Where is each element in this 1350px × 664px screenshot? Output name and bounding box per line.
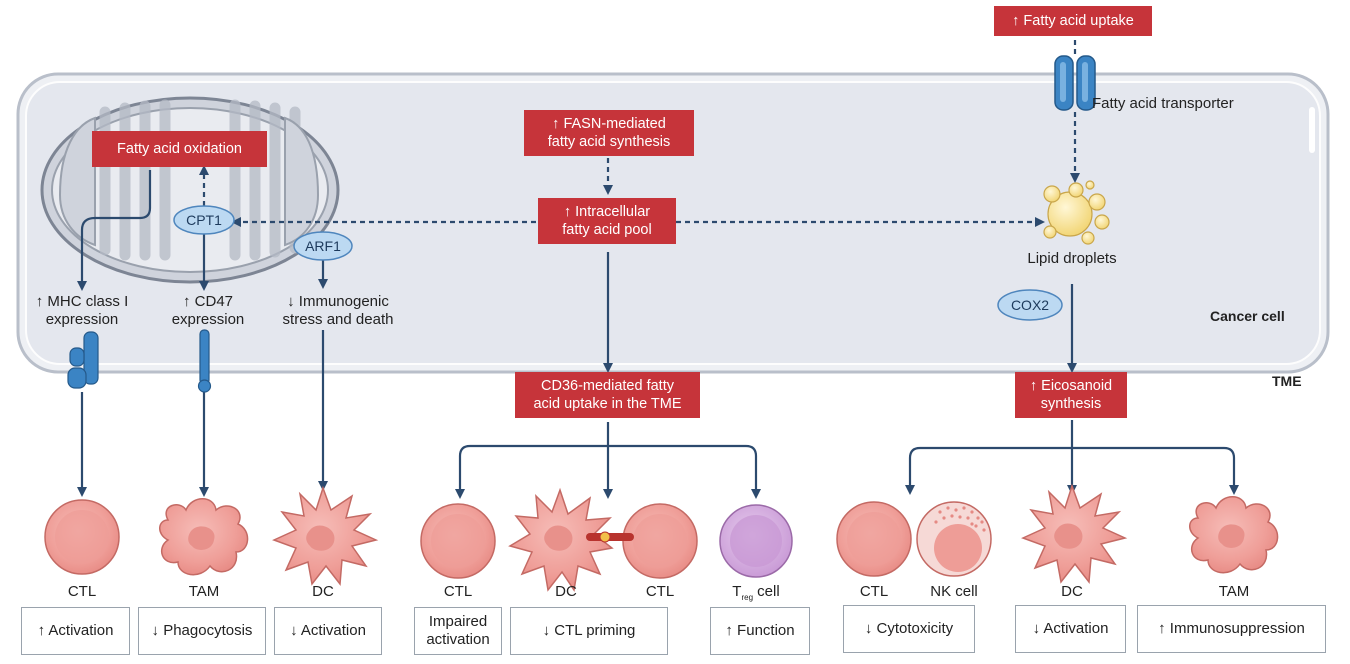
treg-sub: reg <box>741 593 754 602</box>
cpt1-label: CPT1 <box>186 212 222 228</box>
ctl-cell-icon-1 <box>44 499 120 575</box>
fatty-acid-uptake-text: ↑ Fatty acid uptake <box>1012 13 1134 29</box>
transporter-label: Fatty acid transporter <box>1092 95 1234 112</box>
cd36-line2: acid uptake in the TME <box>533 396 682 412</box>
cox2-label: COX2 <box>1010 297 1050 313</box>
mhc-line2: expression <box>45 311 119 328</box>
arrows-solid <box>77 170 1239 499</box>
fatty-acid-oxidation-box: Fatty acid oxidation <box>92 131 267 167</box>
cell-label-ctl-1: CTL <box>67 583 97 600</box>
tme-label: TME <box>1272 373 1302 389</box>
ctl-cell-icon-4 <box>836 501 912 577</box>
immunogenic-stress-label: ↓ Immunogenic stress and death <box>266 293 410 329</box>
ctl-cell-icon-3 <box>622 503 698 579</box>
outcome-box-4: Impaired activation <box>414 607 502 655</box>
cell-label-tam-2: TAM <box>1218 583 1250 600</box>
fasn-synthesis-box: ↑ FASN-mediated fatty acid synthesis <box>524 110 694 156</box>
fatty-acid-oxidation-text: Fatty acid oxidation <box>117 141 242 157</box>
treg-cell-icon <box>719 504 793 578</box>
cell-label-dc-3: DC <box>1061 583 1083 600</box>
dc-cell-icon-1 <box>272 485 379 586</box>
outcome-box-8: ↓ Activation <box>1015 605 1126 653</box>
fatty-acid-uptake-box: ↑ Fatty acid uptake <box>994 6 1152 36</box>
mhc-class-i-icon <box>67 331 99 389</box>
arrows-dashed <box>199 40 1080 227</box>
mhc-expression-label: ↑ MHC class I expression <box>26 293 138 329</box>
outcome-box-7: ↓ Cytotoxicity <box>843 605 975 653</box>
synapse-icon <box>586 531 634 543</box>
dc-cell-icon-2 <box>508 487 614 592</box>
cd47-line2: expression <box>171 311 245 328</box>
cd47-line1: ↑ CD47 <box>182 293 234 310</box>
outcome-box-2: ↓ Phagocytosis <box>138 607 266 655</box>
treg-main: T <box>732 583 742 600</box>
dc-cell-icon-3 <box>1021 483 1128 584</box>
pool-line1: ↑ Intracellular <box>563 204 651 220</box>
eico-line2: synthesis <box>1040 396 1102 412</box>
lipid-droplets-icon <box>1043 180 1110 245</box>
cd47-expression-label: ↑ CD47 expression <box>158 293 258 329</box>
arf1-label: ARF1 <box>305 238 341 254</box>
outcome-box-9: ↑ Immunosuppression <box>1137 605 1326 653</box>
ctl-cell-icon-2 <box>420 503 496 579</box>
cancer-cell-label: Cancer cell <box>1210 308 1285 324</box>
cell-label-ctl-3: CTL <box>645 583 675 600</box>
cpt1-oval <box>173 205 235 235</box>
lipid-droplets-label: Lipid droplets <box>1027 250 1117 267</box>
arf1-oval <box>293 231 353 261</box>
tam-cell-icon-1 <box>159 498 249 576</box>
o4-line2: activation <box>426 631 490 648</box>
cd36-line1: CD36-mediated fatty <box>541 378 674 394</box>
cell-label-treg: Treg cell <box>716 583 796 607</box>
cell-label-tam-1: TAM <box>188 583 220 600</box>
immuno-line1: ↓ Immunogenic <box>287 293 389 310</box>
eico-line1: ↑ Eicosanoid <box>1029 378 1113 394</box>
cell-label-ctl-2: CTL <box>443 583 473 600</box>
outcome-box-3: ↓ Activation <box>274 607 382 655</box>
eicosanoid-synthesis-box: ↑ Eicosanoid synthesis <box>1015 372 1127 418</box>
cell-label-nk: NK cell <box>930 583 978 600</box>
fasn-line1: ↑ FASN-mediated <box>552 116 666 132</box>
outcome-box-6: ↑ Function <box>710 607 810 655</box>
nk-cell-icon <box>916 501 992 577</box>
cell-label-dc-2: DC <box>555 583 577 600</box>
fatty-acid-transporter-icon <box>1054 55 1096 111</box>
intracellular-pool-box: ↑ Intracellular fatty acid pool <box>538 198 676 244</box>
cell-label-dc-1: DC <box>312 583 334 600</box>
outcome-box-5: ↓ CTL priming <box>510 607 668 655</box>
cd36-uptake-box: CD36-mediated fatty acid uptake in the T… <box>515 372 700 418</box>
o4-line1: Impaired <box>428 613 488 630</box>
pool-line2: fatty acid pool <box>562 222 652 238</box>
tam-cell-icon-2 <box>1189 496 1279 574</box>
cell-label-ctl-4: CTL <box>859 583 889 600</box>
immuno-line2: stress and death <box>282 311 394 328</box>
cox2-oval <box>997 289 1063 321</box>
cd47-icon <box>197 329 212 393</box>
mhc-line1: ↑ MHC class I <box>35 293 129 310</box>
treg-tail: cell <box>753 583 780 600</box>
fasn-line2: fatty acid synthesis <box>547 134 671 150</box>
outcome-box-1: ↑ Activation <box>21 607 130 655</box>
